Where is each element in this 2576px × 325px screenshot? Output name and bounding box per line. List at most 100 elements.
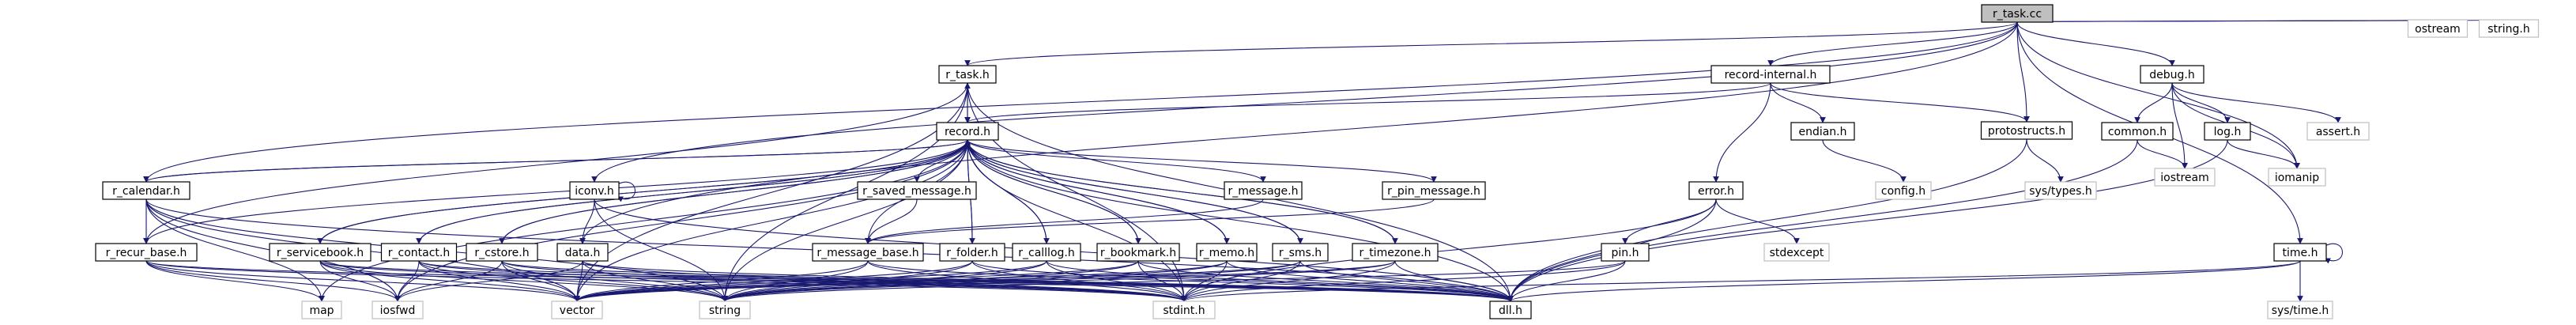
node-r_pin_message_h[interactable]: r_pin_message.h <box>1382 181 1486 200</box>
node-iconv_h[interactable]: iconv.h <box>569 181 620 200</box>
node-common_h[interactable]: common.h <box>2101 122 2174 141</box>
node-sys_types_h[interactable]: sys/types.h <box>2024 181 2097 200</box>
node-iosfwd[interactable]: iosfwd <box>372 300 424 319</box>
node-stdint_h[interactable]: stdint.h <box>1152 300 1216 319</box>
edge-r_timezone_h-to-vector <box>574 260 1396 302</box>
node-box <box>1601 243 1650 262</box>
node-label: time.h <box>2283 247 2318 259</box>
node-iostream[interactable]: iostream <box>2154 168 2216 187</box>
node-box <box>1688 181 1744 200</box>
node-r_servicebook_h[interactable]: r_servicebook.h <box>269 243 372 262</box>
node-iomanip[interactable]: iomanip <box>2268 168 2326 187</box>
edge-record_internal_h-to-protostructs_h <box>1770 82 2030 123</box>
edge-r_bookmark_h-to-record_h <box>964 139 1139 244</box>
edge-record_internal_h-to-error_h <box>1713 82 1771 183</box>
edge-protostructs_h-to-sys_types_h <box>2026 138 2064 183</box>
node-protostructs_h[interactable]: protostructs.h <box>1980 121 2073 140</box>
edge-r_message_base_h-to-vector <box>574 260 869 302</box>
node-box <box>2267 300 2333 319</box>
edge-r_task_cc-to-iconv_h <box>591 21 2018 183</box>
node-r_task_cc[interactable]: r_task.cc <box>1981 4 2054 23</box>
node-label: iomanip <box>2275 172 2319 184</box>
node-r_folder_h[interactable]: r_folder.h <box>939 243 1005 262</box>
edge-r_cstore_h-to-string <box>501 260 728 302</box>
edge-r_recur_base_h-to-iosfwd <box>145 260 401 302</box>
node-box <box>372 300 424 319</box>
edges-layer <box>143 19 2510 302</box>
edge-r_cstore_h-to-iosfwd <box>394 260 503 302</box>
edge-r_sms_h-to-stdint_h <box>1181 260 1301 302</box>
edge-r_recur_base_h-to-record_h <box>145 139 971 244</box>
node-ostream[interactable]: ostream <box>2407 19 2469 38</box>
edge-r_message_base_h-to-string <box>722 260 869 302</box>
node-label: data.h <box>565 247 601 259</box>
node-box <box>2024 181 2097 200</box>
node-endian_h[interactable]: endian.h <box>1790 122 1855 141</box>
node-label: string.h <box>2487 23 2530 36</box>
node-label: map <box>309 304 334 317</box>
node-box <box>95 243 198 262</box>
node-label: r_servicebook.h <box>277 247 364 259</box>
node-map[interactable]: map <box>301 300 342 319</box>
edge-r_bookmark_h-to-vector <box>574 260 1139 302</box>
node-box <box>2273 243 2327 262</box>
node-r_message_h[interactable]: r_message.h <box>1224 181 1303 200</box>
edge-r_calendar_h-to-record_h <box>145 139 971 183</box>
node-r_message_base_h[interactable]: r_message_base.h <box>812 243 924 262</box>
node-r_saved_message_h[interactable]: r_saved_message.h <box>857 181 977 200</box>
node-r_bookmark_h[interactable]: r_bookmark.h <box>1096 243 1180 262</box>
node-r_timezone_h[interactable]: r_timezone.h <box>1352 243 1439 262</box>
node-box <box>2140 65 2204 84</box>
node-log_h[interactable]: log.h <box>2204 122 2251 141</box>
node-time_h[interactable]: time.h <box>2273 243 2327 262</box>
node-r_contact_h[interactable]: r_contact.h <box>380 243 458 262</box>
edge-r_task_cc-to-r_calendar_h <box>143 21 2018 183</box>
node-assert_h[interactable]: assert.h <box>2306 122 2370 141</box>
node-record_h[interactable]: record.h <box>936 122 999 141</box>
node-box <box>938 65 997 84</box>
node-vector[interactable]: vector <box>551 300 603 319</box>
edge-r_message_h-to-r_message_base_h <box>865 198 1264 244</box>
node-label: r_saved_message.h <box>862 185 971 198</box>
edge-log_h-to-iomanip <box>2227 139 2300 169</box>
node-label: sys/time.h <box>2272 304 2329 317</box>
node-box <box>857 181 977 200</box>
node-r_cstore_h[interactable]: r_cstore.h <box>466 243 538 262</box>
node-r_sms_h[interactable]: r_sms.h <box>1272 243 1329 262</box>
node-box <box>380 243 458 262</box>
node-record_internal_h[interactable]: record-internal.h <box>1710 65 1831 84</box>
edge-pin_h-to-dll_h <box>1507 260 1626 302</box>
node-r_task_h[interactable]: r_task.h <box>938 65 997 84</box>
edge-time_h-to-stdint_h <box>1181 260 2301 302</box>
node-debug_h[interactable]: debug.h <box>2140 65 2204 84</box>
node-sys_time_h[interactable]: sys/time.h <box>2267 300 2333 319</box>
node-error_h[interactable]: error.h <box>1688 181 1744 200</box>
node-stdexcept[interactable]: stdexcept <box>1763 243 1830 262</box>
node-r_memo_h[interactable]: r_memo.h <box>1196 243 1258 262</box>
edge-record_internal_h-to-record_h <box>964 82 1771 123</box>
node-r_calendar_h[interactable]: r_calendar.h <box>102 181 190 200</box>
node-label: r_bookmark.h <box>1100 247 1176 259</box>
node-pin_h[interactable]: pin.h <box>1601 243 1650 262</box>
edge-r_timezone_h-to-stdint_h <box>1181 260 1396 302</box>
node-data_h[interactable]: data.h <box>556 243 609 262</box>
node-label: ostream <box>2415 23 2461 36</box>
node-box <box>1981 4 2054 23</box>
node-string_h[interactable]: string.h <box>2478 19 2540 38</box>
edge-record_h-to-dll_h <box>967 139 1514 302</box>
edge-common_h-to-dll_h <box>1507 139 2138 302</box>
node-config_h[interactable]: config.h <box>1875 181 1932 200</box>
node-box <box>812 243 924 262</box>
edge-r_servicebook_h-to-iosfwd <box>319 260 401 302</box>
node-r_recur_base_h[interactable]: r_recur_base.h <box>95 243 198 262</box>
node-string[interactable]: string <box>699 300 751 319</box>
node-box <box>1352 243 1439 262</box>
edge-time_h-to-time_h <box>2324 243 2343 264</box>
edge-r_pin_message_h-to-r_message_base_h <box>865 198 1435 244</box>
node-label: protostructs.h <box>1988 125 2065 138</box>
node-r_calllog_h[interactable]: r_calllog.h <box>1012 243 1081 262</box>
edge-r_timezone_h-to-string <box>722 260 1396 302</box>
node-dll_h[interactable]: dll.h <box>1489 300 1532 319</box>
edge-data_h-to-iosfwd <box>394 260 583 302</box>
node-box <box>569 181 620 200</box>
